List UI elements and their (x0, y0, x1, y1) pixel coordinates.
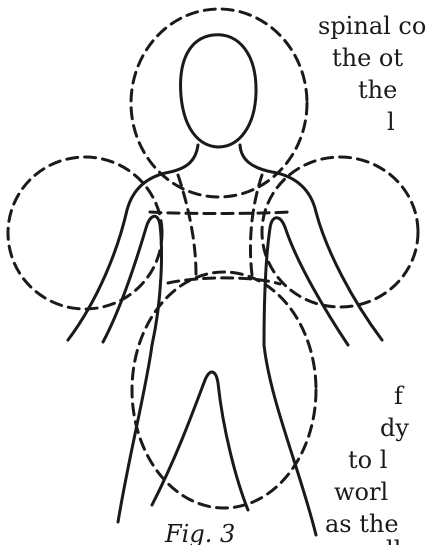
right-inner-arm (264, 218, 348, 345)
body-text-line-2: the ot (332, 44, 403, 72)
left-shoulder-circle (8, 157, 162, 309)
body-text-line-7: to l (348, 446, 387, 474)
body-text-line-1: spinal co (318, 12, 426, 40)
body-text-line-5: f (394, 382, 403, 410)
body-text-line-10: ll (386, 536, 401, 545)
right-leg-outer (264, 345, 316, 535)
body-text-line-9: as the (325, 510, 399, 538)
head-circle (131, 9, 307, 197)
torso-dash-left (178, 175, 196, 275)
body-text-line-3: the (358, 76, 397, 104)
body-text-line-4: l (387, 108, 395, 136)
body-text-line-8: worl (334, 478, 388, 506)
head-outline (181, 35, 256, 147)
left-inner-arm (103, 216, 161, 345)
inner-legs (152, 372, 248, 510)
chest-band-top (150, 212, 290, 214)
left-leg-outer (118, 345, 152, 522)
body-text-line-6: dy (380, 414, 409, 442)
figure-caption: Fig. 3 (165, 520, 235, 545)
